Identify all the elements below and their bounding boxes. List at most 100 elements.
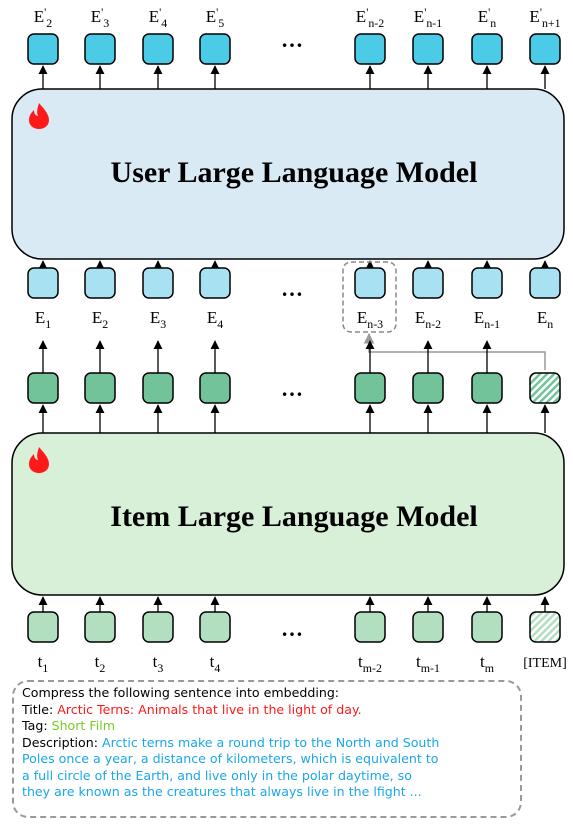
user-output-label-base: E <box>529 7 539 26</box>
item-input-token <box>199 611 231 643</box>
item-input-label: t2 <box>95 652 106 675</box>
item-input-token <box>354 611 386 643</box>
item-marker-output-token <box>529 372 561 404</box>
item-input-label: tm <box>480 652 495 675</box>
item-embedding-feedback-arrow <box>363 332 546 370</box>
user-input-label-sub: 2 <box>102 317 108 331</box>
user-output-token <box>27 33 59 65</box>
user-output-label-prime: ' <box>540 5 542 19</box>
user-input-label-sub: 3 <box>160 317 166 331</box>
item-llm-title: Item Large Language Model <box>110 500 477 533</box>
item-input-label-sub: m-1 <box>421 661 440 675</box>
user-output-label-prime: ' <box>488 5 490 19</box>
user-input-label: E3 <box>150 308 166 331</box>
user-output-label-sub: 2 <box>46 16 52 30</box>
user-output-token <box>84 33 116 65</box>
user-output-label-base: E <box>34 7 44 26</box>
item-input-label: tm-1 <box>416 652 440 675</box>
prompt-title-line: Title: Arctic Terns: Animals that live i… <box>22 702 512 719</box>
user-input-label-sub: 1 <box>45 317 51 331</box>
item-input-label-base: t <box>358 652 363 671</box>
user-output-token <box>529 33 561 65</box>
user-input-label-base: E <box>207 308 217 327</box>
item-marker-label-base: [ITEM] <box>523 656 567 671</box>
item-input-label-sub: m <box>485 661 495 675</box>
item-output-token <box>199 372 231 404</box>
user-input-token <box>84 267 116 299</box>
user-output-label-prime: ' <box>44 5 46 19</box>
user-llm-box <box>11 88 565 260</box>
item-input-label-sub: 2 <box>99 661 105 675</box>
user-input-token <box>471 267 503 299</box>
prompt-title-label: Title: <box>22 701 54 717</box>
item-input-token <box>27 611 59 643</box>
user-output-token <box>199 33 231 65</box>
user-output-label-prime: ' <box>366 5 368 19</box>
user-output-token <box>354 33 386 65</box>
item-input-label-base: t <box>416 652 421 671</box>
user-input-token <box>529 267 561 299</box>
user-input-label-sub: 4 <box>217 317 223 331</box>
user-input-label: En-2 <box>415 308 441 331</box>
user-input-ellipsis: … <box>281 276 303 301</box>
user-input-label: E4 <box>207 308 223 331</box>
user-output-label: E'2 <box>34 5 53 30</box>
user-output-label-base: E <box>356 7 366 26</box>
flame-icon <box>29 447 49 473</box>
user-output-label-prime: ' <box>216 5 218 19</box>
prompt-description-line-2: Poles once a year, a distance of kilomet… <box>22 751 439 766</box>
user-output-label-sub: 3 <box>103 16 109 30</box>
user-input-label: En-3 <box>357 308 383 331</box>
user-input-label: E2 <box>92 308 108 331</box>
user-output-label-prime: ' <box>424 5 426 19</box>
user-input-token <box>142 267 174 299</box>
user-input-label-base: E <box>415 308 425 327</box>
item-input-ellipsis: … <box>281 616 303 641</box>
user-input-label-base: E <box>357 308 367 327</box>
user-output-label-sub: n <box>490 16 496 30</box>
user-input-label-sub: n-2 <box>425 317 441 331</box>
item-output-token <box>142 372 174 404</box>
user-output-label-sub: n-1 <box>426 16 442 30</box>
item-output-token <box>412 372 444 404</box>
flame-icon <box>29 103 49 129</box>
user-output-label-base: E <box>478 7 488 26</box>
item-input-label-base: t <box>95 652 100 671</box>
user-output-label-sub: n+1 <box>542 16 561 30</box>
user-input-label-base: E <box>150 308 160 327</box>
user-output-token <box>142 33 174 65</box>
prompt-intro: Compress the following sentence into emb… <box>22 685 340 700</box>
user-output-label-base: E <box>414 7 424 26</box>
user-input-label-base: E <box>35 308 45 327</box>
item-input-token <box>471 611 503 643</box>
prompt-description-label: Description: <box>22 734 98 750</box>
user-output-label: E'4 <box>149 5 168 30</box>
user-output-label-sub: n-2 <box>368 16 384 30</box>
user-output-token <box>412 33 444 65</box>
item-input-label-sub: m-2 <box>363 661 382 675</box>
item-output-token <box>27 372 59 404</box>
user-output-token <box>471 33 503 65</box>
user-input-label-base: E <box>92 308 102 327</box>
prompt-tag-label: Tag: <box>22 718 48 733</box>
prompt-box: Compress the following sentence into emb… <box>12 680 522 818</box>
user-output-label-base: E <box>206 7 216 26</box>
user-output-label-base: E <box>149 7 159 26</box>
selected-embedding-highlight <box>342 261 397 333</box>
user-input-label-sub: n-3 <box>367 317 383 331</box>
item-input-token <box>142 611 174 643</box>
user-input-label: E1 <box>35 308 51 331</box>
item-input-label-sub: 1 <box>42 661 48 675</box>
user-output-label: E'n-2 <box>356 5 384 30</box>
item-input-label: t4 <box>210 652 221 675</box>
item-input-label-sub: 4 <box>214 661 220 675</box>
user-input-label-base: E <box>474 308 484 327</box>
user-output-tokens <box>27 33 561 89</box>
item-input-label-base: t <box>480 652 485 671</box>
item-input-label: t3 <box>153 652 164 675</box>
prompt-tag-line: Tag: Short Film <box>22 718 512 735</box>
user-input-token <box>354 267 386 299</box>
